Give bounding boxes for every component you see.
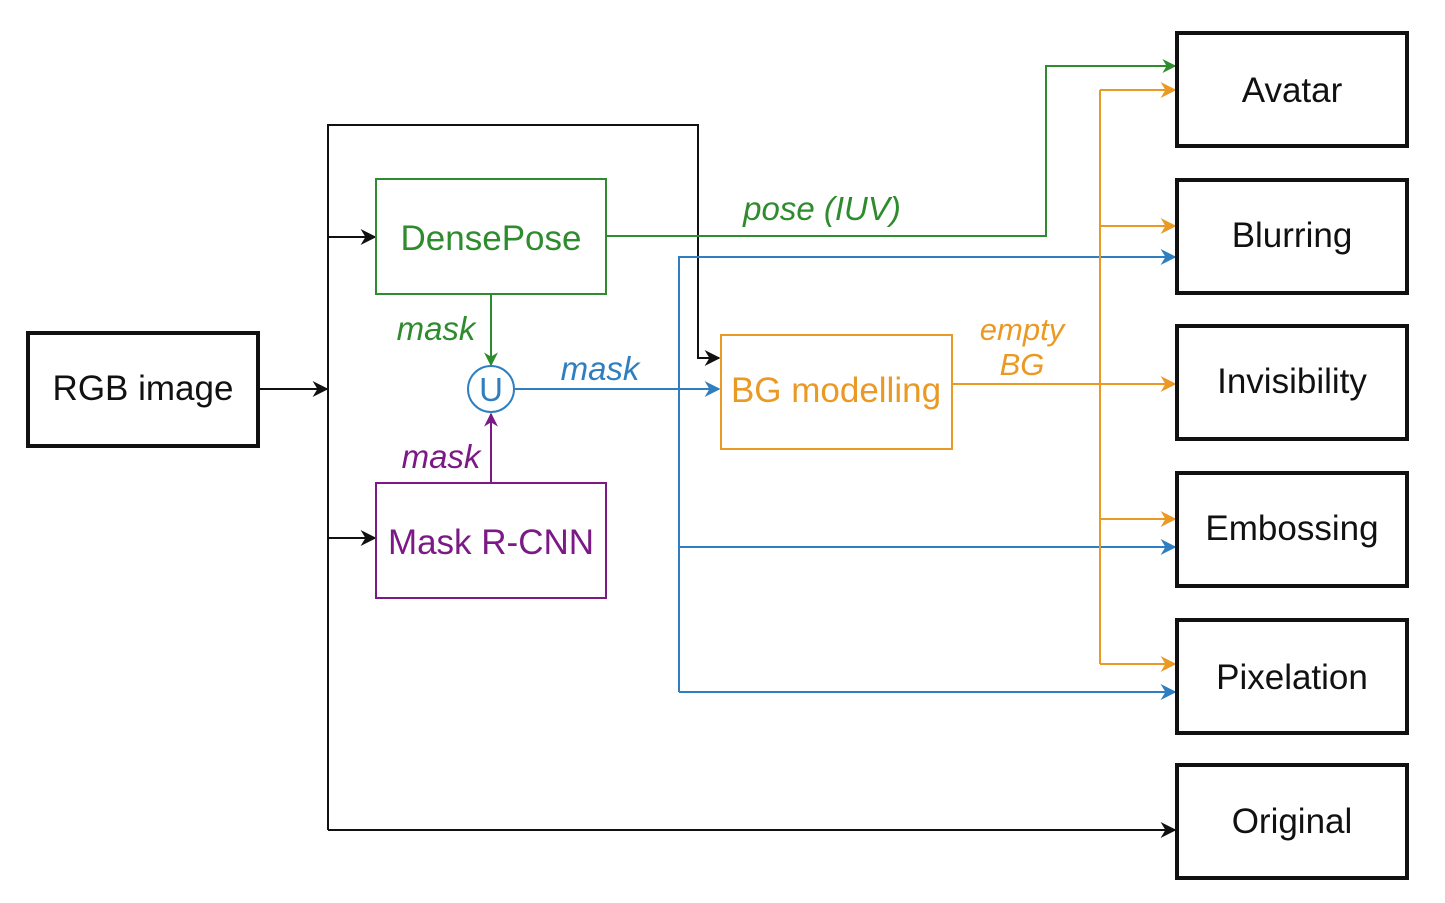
output-avatar-label: Avatar: [1242, 71, 1343, 110]
densepose-label: DensePose: [401, 219, 582, 258]
output-original-label: Original: [1232, 802, 1353, 841]
mask-fanout-edges: [515, 249, 1177, 700]
bg-modelling-node: BG modelling: [720, 334, 953, 450]
union-label: U: [479, 371, 503, 408]
output-original: Original: [1175, 763, 1409, 880]
union-mask-label: mask: [561, 350, 641, 387]
pose-iuv-edge: [484, 59, 1177, 367]
output-avatar: Avatar: [1175, 31, 1409, 148]
mask-rcnn-node: Mask R-CNN: [375, 482, 607, 599]
densepose-mask-label: mask: [397, 310, 477, 347]
mask-rcnn-label: Mask R-CNN: [388, 523, 594, 562]
output-invisibility-label: Invisibility: [1217, 362, 1367, 401]
bg-modelling-label: BG modelling: [731, 371, 941, 410]
output-blurring: Blurring: [1175, 178, 1409, 295]
output-blurring-label: Blurring: [1232, 216, 1353, 255]
empty-label: empty: [980, 312, 1067, 347]
output-pixelation: Pixelation: [1175, 618, 1409, 735]
output-pixelation-label: Pixelation: [1216, 658, 1368, 697]
output-invisibility: Invisibility: [1175, 324, 1409, 441]
output-embossing: Embossing: [1175, 471, 1409, 588]
input-routing-lines: [258, 124, 1177, 838]
pose-iuv-label: pose (IUV): [742, 190, 901, 227]
densepose-node: DensePose: [375, 178, 607, 295]
bg-label: BG: [1000, 347, 1045, 382]
output-embossing-label: Embossing: [1205, 509, 1378, 548]
rcnn-mask-label: mask: [402, 438, 482, 475]
rgb-image-node: RGB image: [26, 331, 260, 448]
empty-bg-edges: [952, 82, 1177, 672]
union-node: U: [467, 365, 515, 413]
rgb-image-label: RGB image: [53, 369, 234, 408]
